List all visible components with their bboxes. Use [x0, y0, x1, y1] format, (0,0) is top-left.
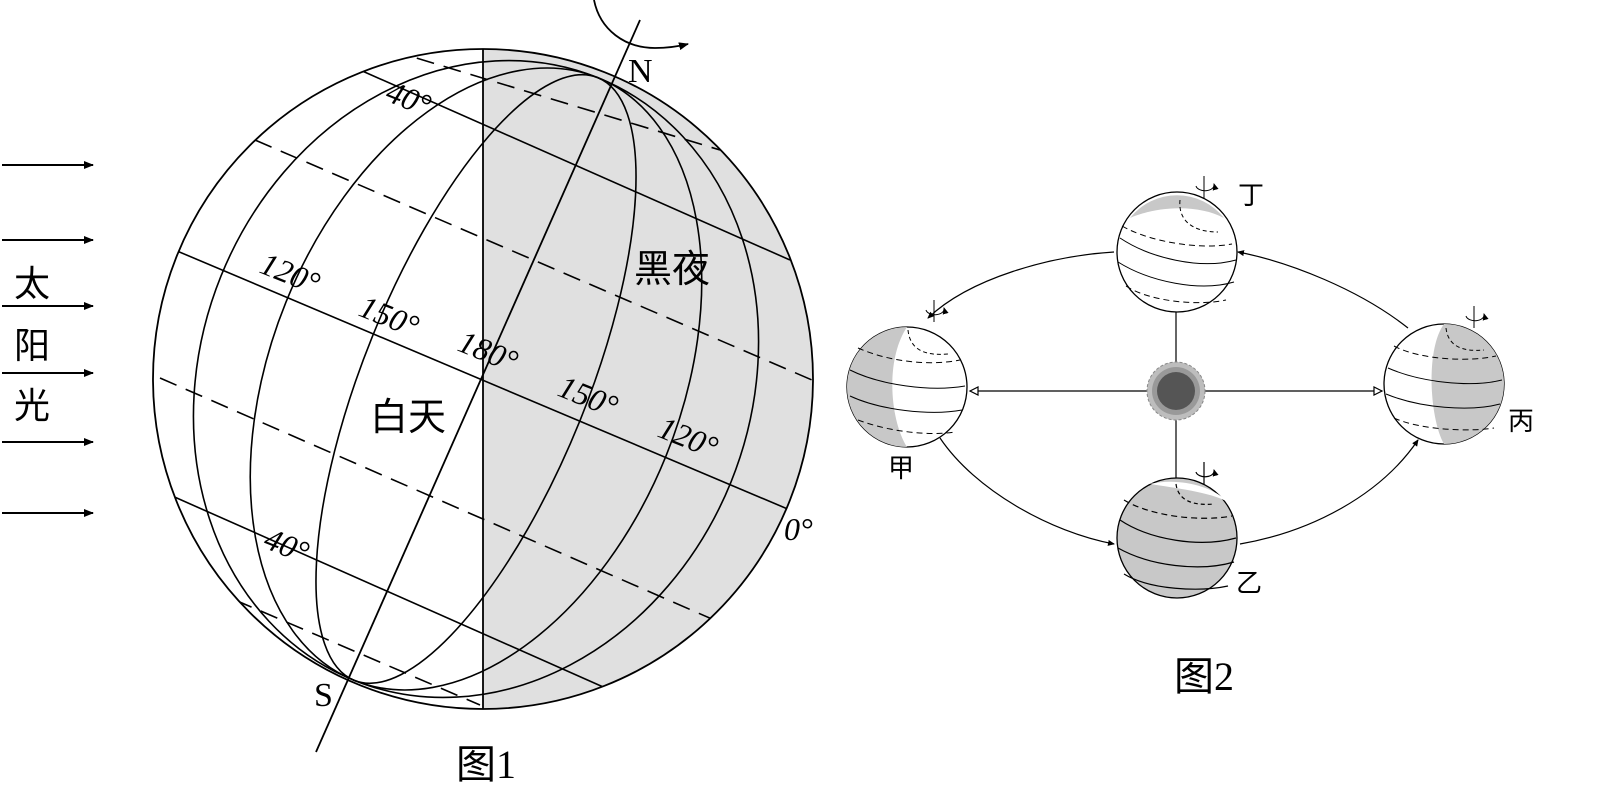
figure2-caption: 图2 — [1174, 654, 1234, 699]
earth-axis — [315, 19, 641, 753]
rotation-arrow — [593, 0, 689, 51]
latitude-line-dashed — [159, 377, 761, 641]
orbit-arc — [939, 437, 1115, 546]
latitude-line — [169, 247, 791, 511]
latitude-line-dashed — [254, 139, 813, 381]
north-pole-label: N — [628, 53, 653, 90]
latitude-label: 40° — [381, 73, 436, 123]
earth-position-bing: 丙 — [1383, 306, 1534, 445]
earth-position-ding: 丁 — [1116, 176, 1264, 313]
orbit-arc — [1239, 439, 1419, 545]
position-label-ding: 丁 — [1238, 181, 1264, 211]
figure1-caption: 图1 — [456, 742, 516, 787]
globe-outline — [152, 48, 814, 710]
sunlight-label-1: 太 — [14, 264, 50, 305]
sun-icon — [1146, 361, 1206, 421]
orbit-arc — [927, 251, 1115, 319]
earth-globe — [152, 0, 814, 753]
latitude-line-dashed — [389, 49, 721, 151]
latitude-line-dashed — [234, 599, 481, 706]
sunlight-arrows — [2, 161, 94, 517]
sunlight-label-3: 光 — [14, 386, 50, 427]
latitude-line — [169, 494, 611, 691]
day-label: 白天 — [370, 395, 446, 439]
earth-position-yi: 乙 — [1116, 462, 1262, 599]
night-region — [483, 49, 813, 709]
latitude-label: 40° — [259, 520, 314, 570]
south-pole-label: S — [314, 677, 333, 714]
figure1: 太 阳 光 — [2, 0, 814, 787]
night-label: 黑夜 — [634, 247, 710, 291]
position-label-yi: 乙 — [1236, 569, 1262, 599]
position-label-jia: 甲 — [888, 454, 914, 484]
position-label-bing: 丙 — [1508, 407, 1534, 437]
meridian — [192, 59, 760, 699]
figure2: 丁 甲 — [846, 176, 1534, 699]
orbit-arc — [1237, 250, 1409, 329]
earth-position-jia: 甲 — [846, 300, 968, 484]
sunlight-label-2: 阳 — [14, 326, 50, 367]
longitude-label: 150° — [354, 288, 424, 344]
longitude-label: 0° — [784, 511, 813, 547]
